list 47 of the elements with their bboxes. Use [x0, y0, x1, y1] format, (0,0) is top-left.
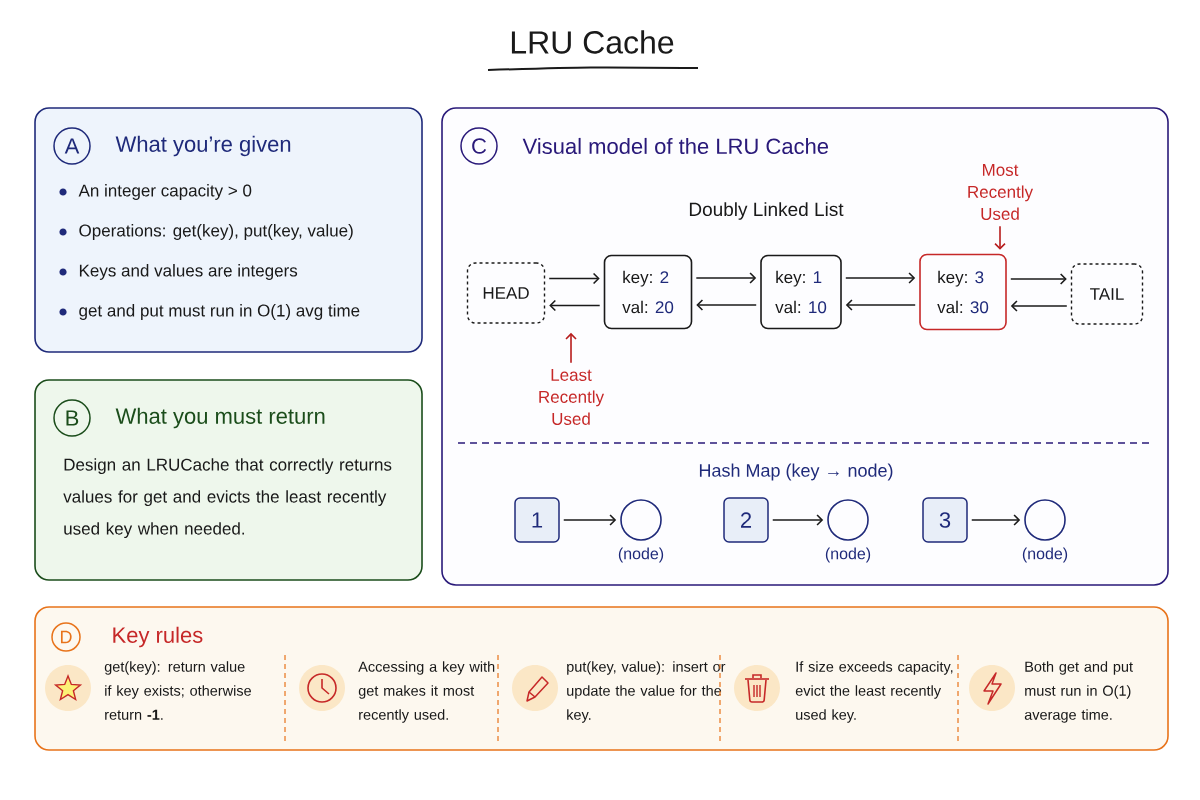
rule-text: put(key, value): insert or update the value for the key. [567, 661, 726, 723]
arrow [845, 272, 916, 284]
dashed-box: TAIL [1070, 263, 1144, 325]
rule-text: get(key): return value if key exists; otherwise return -1. [104, 661, 251, 720]
list-node-box: key: 1 val: 10 [760, 254, 842, 330]
panel-heading: Visual model of the LRU Cache [522, 137, 829, 155]
node-label: (node) [618, 547, 664, 563]
arrow [549, 299, 601, 312]
list-node-box: key: 2 val: 20 [603, 254, 693, 330]
key-box: 1 [514, 497, 560, 543]
arrow [695, 272, 757, 284]
bullet-item: get and put must run in O(1) avg time [59, 304, 360, 320]
bullet-item: Keys and values are integers [59, 264, 298, 280]
panel-heading: What you’re given [115, 135, 291, 157]
node-label: (node) [1022, 547, 1068, 563]
arrow [565, 332, 577, 364]
rule-text: Both get and put must run in O(1) average time. [1024, 661, 1133, 723]
panel-heading: What you must return [115, 407, 325, 429]
list-node-box: key: 3 val: 30 [919, 253, 1007, 331]
section-label: Doubly Linked List [689, 202, 844, 220]
title: LRU Cache [487, 30, 699, 71]
arrow [1010, 273, 1067, 285]
arrow [771, 514, 824, 526]
arrow [994, 225, 1006, 250]
letter-badge: B [53, 399, 91, 437]
arrow [562, 514, 617, 526]
letter-badge: A [53, 127, 91, 165]
key-box: 2 [723, 497, 769, 543]
arrow [970, 514, 1021, 526]
rule-text: If size exceeds capacity, evict the least recently used key. [795, 661, 953, 723]
letter-badge: D [51, 622, 81, 652]
dashed-box: HEAD [466, 262, 546, 324]
bullet-item: Operations: get(key), put(key, value) [59, 224, 353, 240]
annotation: Most Recently Used [968, 164, 1034, 220]
key-box: 3 [922, 497, 968, 543]
paragraph: Design an LRUCache that correctly returns values for get and evicts the least recently used key when needed. [63, 458, 392, 539]
node-label: (node) [825, 547, 871, 563]
rule-text: Accessing a key with get makes it most recently used. [358, 661, 495, 723]
arrow [1010, 300, 1068, 312]
letter-badge: C [460, 127, 498, 165]
arrow [548, 272, 600, 285]
annotation: Least Recently Used [539, 369, 605, 425]
panel-heading: Key rules [113, 626, 203, 648]
bullet-item: An integer capacity > 0 [59, 184, 252, 200]
arrow [845, 299, 916, 311]
arrow [696, 299, 757, 311]
section-label: Hash Map (key → node) [699, 463, 893, 481]
